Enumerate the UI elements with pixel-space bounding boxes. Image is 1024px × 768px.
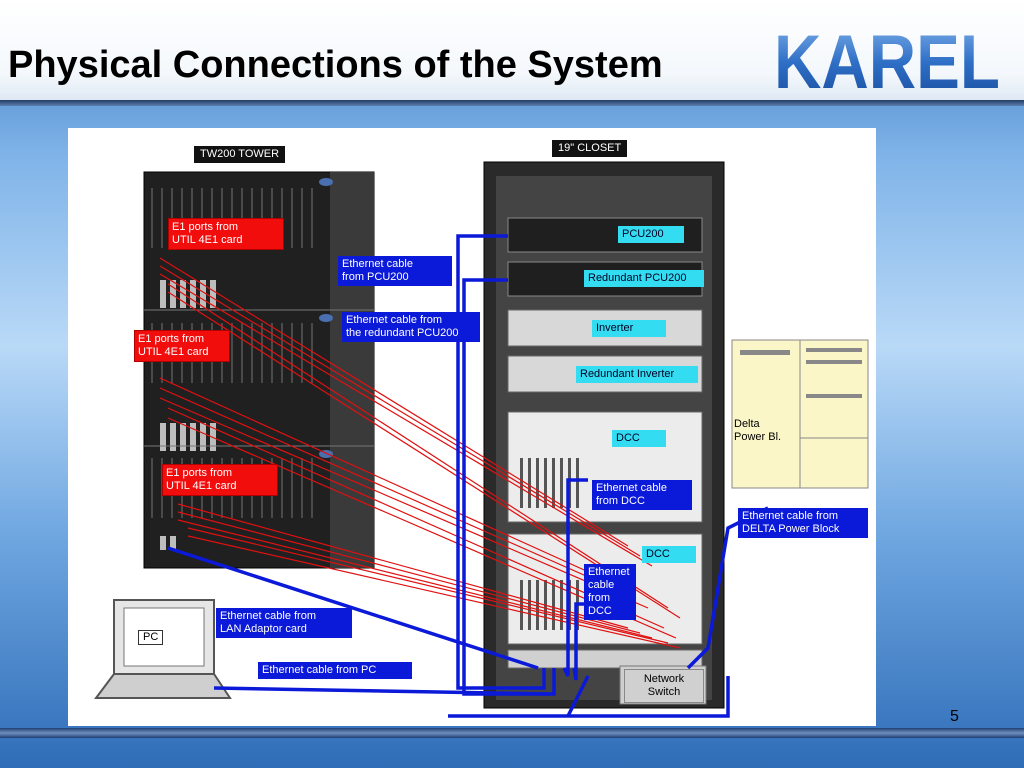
e1-label-2: E1 ports from UTIL 4E1 card <box>134 330 230 362</box>
delta-power-block <box>731 339 869 489</box>
page-number: 5 <box>950 708 959 725</box>
ethernet-label-pc: Ethernet cable from PC <box>258 662 412 679</box>
unit-redundant-inverter: Redundant Inverter <box>576 366 698 383</box>
unit-inverter: Inverter <box>592 320 666 337</box>
slide-title: Physical Connections of the System <box>8 44 663 86</box>
closet-title: 19" CLOSET <box>552 140 628 157</box>
e1-label-3: E1 ports from UTIL 4E1 card <box>162 464 278 496</box>
delta-power-label: Delta Power Bl. <box>734 418 782 443</box>
karel-logo: KAREL <box>774 20 1000 100</box>
slide-header <box>0 0 1024 105</box>
pc-laptop <box>94 599 232 699</box>
ethernet-cables <box>167 234 769 718</box>
diagram-canvas: TW200 TOWER 19" CLOSET E1 ports from UTI… <box>68 128 876 726</box>
ethernet-label-pcu200: Ethernet cable from PCU200 <box>338 256 452 286</box>
ethernet-label-redundant-pcu200: Ethernet cable from the redundant PCU200 <box>342 312 480 342</box>
unit-pcu200: PCU200 <box>618 226 684 243</box>
network-switch-label: Network Switch <box>624 669 704 703</box>
ethernet-label-delta: Ethernet cable from DELTA Power Block <box>738 508 868 538</box>
tower-title: TW200 TOWER <box>194 146 286 163</box>
ethernet-label-dcc-1: Ethernet cable from DCC <box>592 480 692 510</box>
footer-rule <box>0 728 1024 738</box>
ethernet-label-dcc-2: Ethernet cable from DCC <box>584 564 636 620</box>
unit-dcc-2: DCC <box>642 546 696 563</box>
logo-text: KAREL <box>774 20 1000 100</box>
unit-dcc-1: DCC <box>612 430 666 447</box>
header-rule <box>0 100 1024 106</box>
ethernet-label-lan-adaptor: Ethernet cable from LAN Adaptor card <box>216 608 352 638</box>
unit-redundant-pcu200: Redundant PCU200 <box>584 270 704 287</box>
pc-label: PC <box>138 630 164 645</box>
e1-label-1: E1 ports from UTIL 4E1 card <box>168 218 284 250</box>
